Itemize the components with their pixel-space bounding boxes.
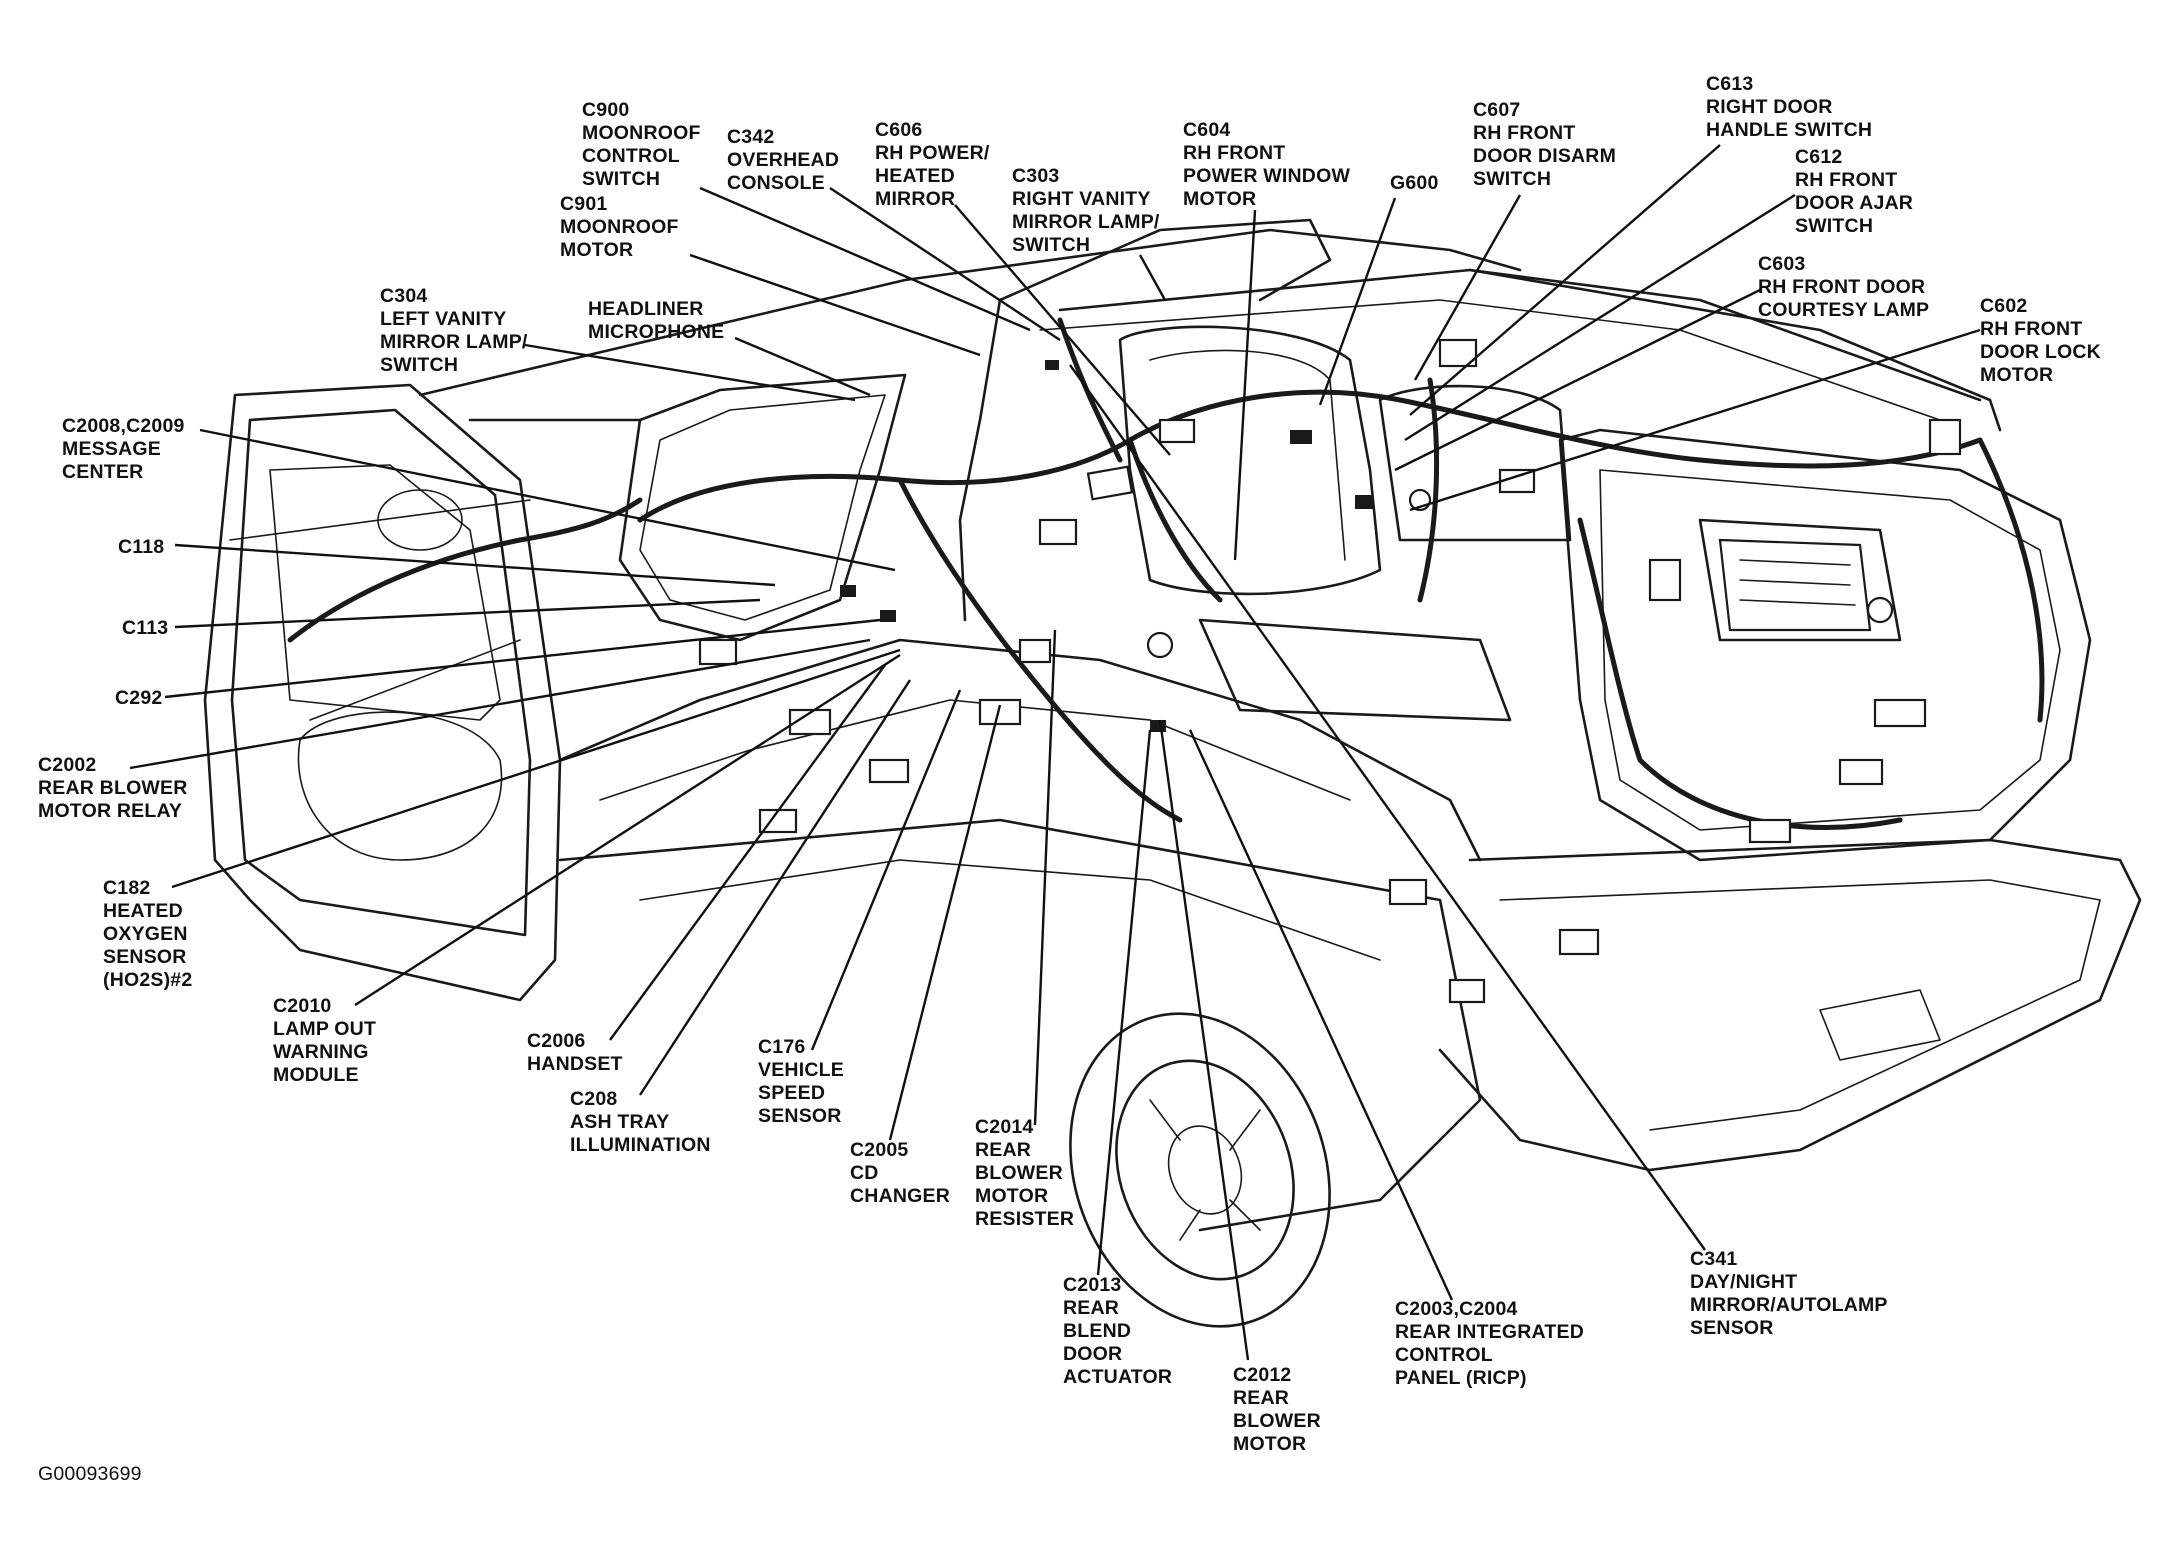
label-c2003: C2003,C2004 REAR INTEGRATED CONTROL PANE… [1395,1298,1590,1389]
leader-c607 [1413,194,1522,381]
leader-g600 [1318,197,1397,406]
label-c900: C900 MOONROOF CONTROL SWITCH [582,99,706,190]
label-c2014: C2014 REAR BLOWER MOTOR RESISTER [975,1116,1074,1230]
leader-lines [129,144,1981,1361]
leader-c118 [174,543,776,587]
figure-id: G00093699 [38,1463,142,1485]
leader-c604 [1233,209,1257,561]
leader-c612 [1404,193,1796,442]
leader-c2013 [1096,729,1152,1276]
leader-c2005 [888,704,1002,1141]
label-c304: C304 LEFT VANITY MIRROR LAMP/ SWITCH [380,285,533,376]
label-c2013: C2013 REAR BLEND DOOR ACTUATOR [1063,1274,1172,1388]
leader-c113 [174,598,761,629]
label-headliner: HEADLINER MICROPHONE [588,298,724,343]
leader-c304 [524,343,856,402]
label-c2002: C2002 REAR BLOWER MOTOR RELAY [38,754,193,822]
leader-c2012 [1158,719,1250,1361]
label-c2012: C2012 REAR BLOWER MOTOR [1233,1364,1326,1455]
leader-c341 [1069,364,1706,1251]
leader-c602 [1409,328,1981,512]
leader-c900 [699,186,1031,332]
label-c341: C341 DAY/NIGHT MIRROR/AUTOLAMP SENSOR [1690,1248,1893,1339]
label-c901: C901 MOONROOF MOTOR [560,193,684,261]
label-c603: C603 RH FRONT DOOR COURTESY LAMP [1758,253,1931,321]
label-c2008: C2008,C2009 MESSAGE CENTER [62,415,190,483]
leader-c292 [164,618,881,699]
leader-c606 [954,204,1171,456]
leader-c2014 [1033,629,1057,1126]
leader-c2008 [199,428,896,572]
label-c182: C182 HEATED OXYGEN SENSOR (HO2S)#2 [103,877,193,991]
label-c342: C342 OVERHEAD CONSOLE [727,126,845,194]
leader-c603 [1394,288,1761,472]
label-g600: G600 [1390,172,1439,194]
leader-c182 [171,648,901,889]
label-c604: C604 RH FRONT POWER WINDOW MOTOR [1183,119,1356,210]
label-c2005: C2005 CD CHANGER [850,1139,950,1207]
leader-c2010 [354,653,901,1007]
label-c602: C602 RH FRONT DOOR LOCK MOTOR [1980,295,2107,386]
label-c292: C292 [115,687,162,709]
label-c113: C113 [122,617,168,639]
label-c176: C176 VEHICLE SPEED SENSOR [758,1036,850,1127]
label-c613: C613 RIGHT DOOR HANDLE SWITCH [1706,73,1872,141]
label-c303: C303 RIGHT VANITY MIRROR LAMP/ SWITCH [1012,165,1165,256]
leader-c208 [638,679,912,1096]
label-c2010: C2010 LAMP OUT WARNING MODULE [273,995,382,1086]
label-c2006: C2006 HANDSET [527,1030,623,1075]
label-c612: C612 RH FRONT DOOR AJAR SWITCH [1795,146,1919,237]
leader-c342 [829,186,1061,342]
leader-c2002 [129,638,871,770]
vehicle-illustration [203,218,2142,1328]
label-c606: C606 RH POWER/ HEATED MIRROR [875,119,995,210]
leader-c176 [810,689,962,1051]
callout-labels: C900 MOONROOF CONTROL SWITCH C342 OVERHE… [38,73,2107,1455]
leader-c2006 [609,664,886,1041]
leader-c901 [689,253,981,357]
leader-c303 [1138,254,1167,301]
leader-headliner [734,336,871,397]
leader-c613 [1409,144,1721,416]
leader-c2003 [1188,729,1454,1301]
label-c118: C118 [118,536,164,558]
label-c607: C607 RH FRONT DOOR DISARM SWITCH [1473,99,1622,190]
label-c208: C208 ASH TRAY ILLUMINATION [570,1088,711,1156]
